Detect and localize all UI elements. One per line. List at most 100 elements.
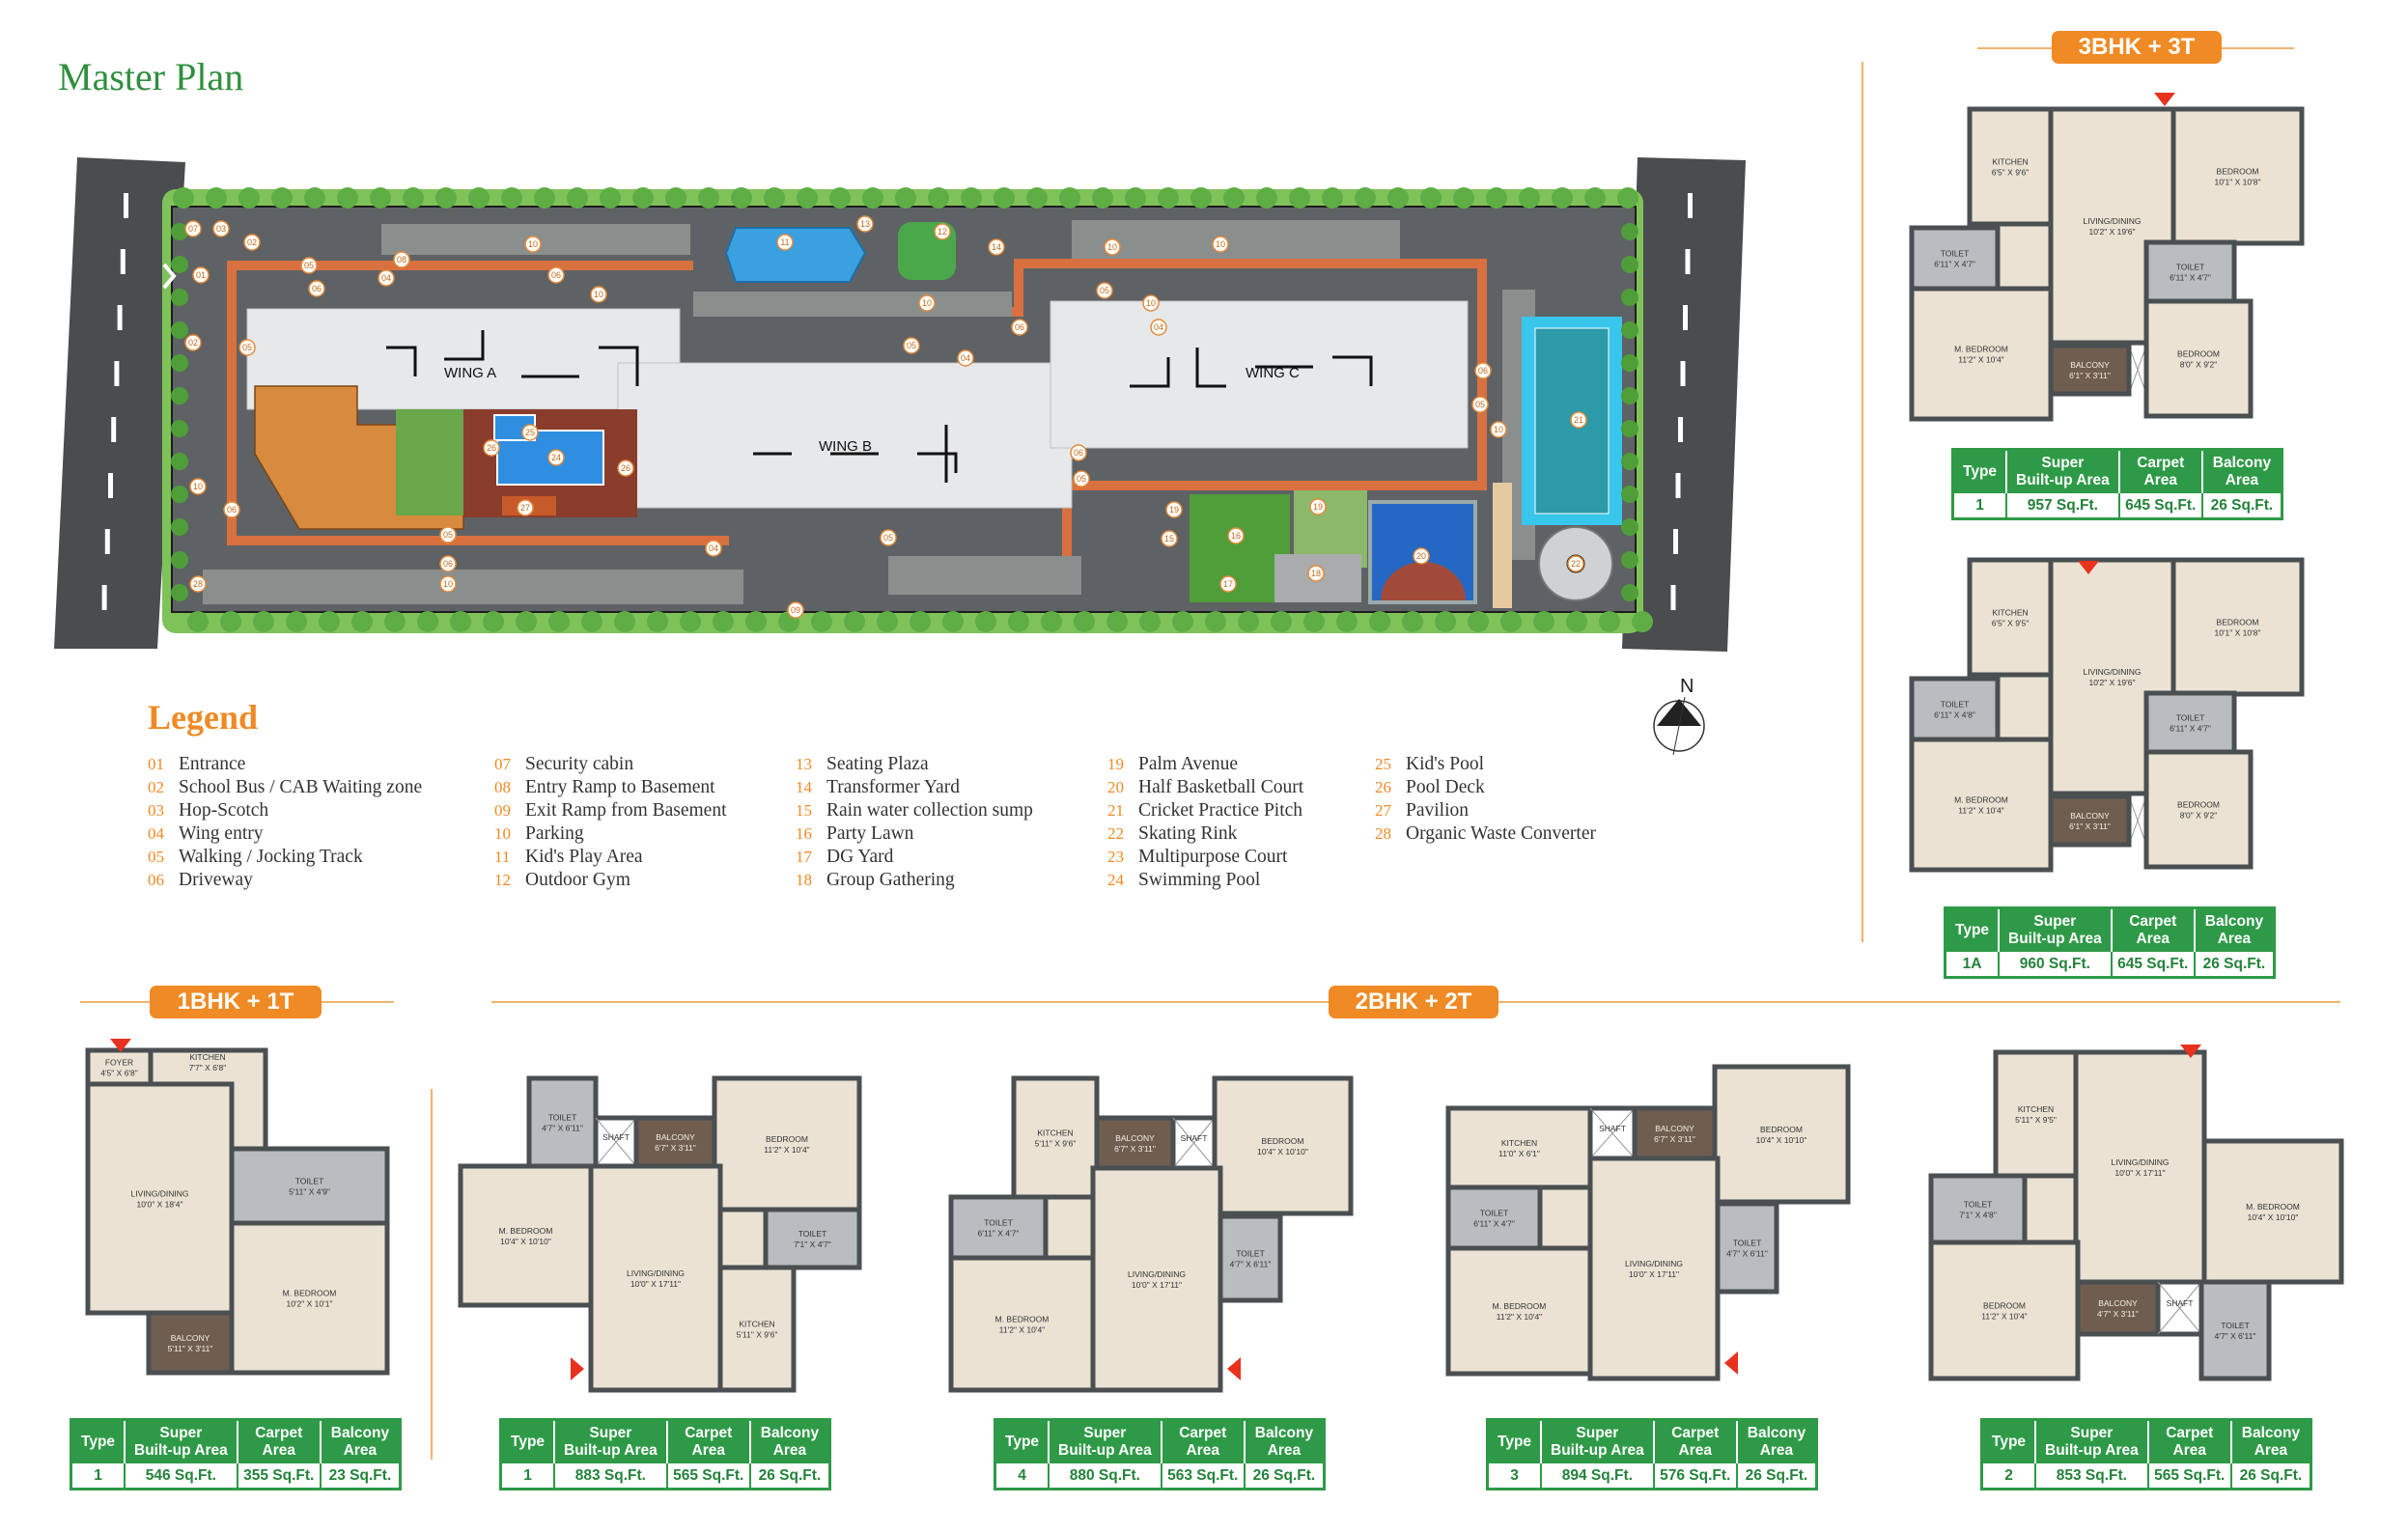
map-marker: 10 <box>189 478 207 495</box>
tree-icon <box>1435 611 1456 632</box>
cell-carpet: 565 Sq.Ft. <box>2146 1463 2231 1490</box>
cell-carpet: 645 Sq.Ft. <box>2110 952 2195 978</box>
room-outline <box>229 1220 390 1376</box>
map-marker: 14 <box>988 238 1005 256</box>
tree-icon <box>994 187 1015 209</box>
legend-label: Swimming Pool <box>1138 870 1261 890</box>
tree-icon <box>351 611 373 632</box>
room-name: TOILET <box>1941 700 1970 710</box>
tree-icon <box>1271 611 1292 632</box>
shaft-cross <box>2157 1281 2202 1335</box>
lane-dash <box>120 249 126 274</box>
map-marker: 10 <box>524 236 542 253</box>
header-type: Type <box>70 1419 126 1463</box>
room-dimensions: 10'2" X 19'6" <box>2088 678 2135 687</box>
header-line: Area <box>2172 1442 2206 1459</box>
map-marker: 05 <box>439 526 457 543</box>
room-dimensions: 6'1" X 3'11" <box>2069 371 2111 380</box>
tree-icon <box>680 611 701 632</box>
road-right <box>1622 157 1746 652</box>
room-dimensions: 4'7" X 6'11" <box>2215 1331 2256 1341</box>
tree-icon <box>1621 518 1638 536</box>
legend-number: 06 <box>148 871 164 889</box>
legend-label: Hop-Scotch <box>179 800 269 821</box>
room-dimensions: 6'7" X 3'11" <box>655 1143 696 1153</box>
room-dimensions: 6'1" X 3'11" <box>2069 822 2111 831</box>
room-name: BALCONY <box>171 1333 210 1343</box>
room-dimensions: 6'7" X 3'11" <box>1654 1134 1695 1144</box>
map-marker: 10 <box>1212 236 1229 253</box>
marker-number: 11 <box>780 237 789 247</box>
room-dimensions: 4'7" X 6'11" <box>542 1124 583 1133</box>
map-marker: 05 <box>238 339 256 356</box>
room-dimensions: 10'0" X 17'11" <box>630 1279 681 1289</box>
legend-number: 28 <box>1375 824 1391 843</box>
road-markings <box>101 193 1693 610</box>
room-outline <box>2143 690 2237 755</box>
cell-type: 1 <box>1951 493 2007 519</box>
wing-b-label: WING B <box>819 438 872 455</box>
room-name: M. BEDROOM <box>1954 345 2008 354</box>
tree-icon <box>171 518 188 536</box>
legend-label: Half Basketball Court <box>1138 777 1304 797</box>
wing-c-label: WING C <box>1246 365 1300 381</box>
tree-icon <box>895 187 916 209</box>
map-marker: 22 <box>1567 555 1584 572</box>
marker-number: 09 <box>791 605 800 615</box>
lane-dash <box>1680 361 1686 386</box>
hallway <box>1540 1187 1590 1248</box>
map-marker: 05 <box>1096 282 1113 299</box>
legend-label: Entry Ramp to Basement <box>525 777 715 797</box>
tree-icon <box>764 187 785 209</box>
tree-icon <box>1402 611 1423 632</box>
room-outline <box>1632 1105 1718 1161</box>
marker-number: 10 <box>1216 239 1225 249</box>
room-name: TOILET <box>1964 1200 1993 1210</box>
cell-super-built-up: 957 Sq.Ft. <box>2005 493 2119 519</box>
header-type: Type <box>1945 907 2000 952</box>
tree-icon <box>1621 486 1638 503</box>
tree-icon <box>171 551 188 569</box>
tree-icon <box>600 187 621 209</box>
palm-garden <box>396 409 463 515</box>
tree-icon <box>1632 611 1653 632</box>
tree-icon <box>1533 611 1554 632</box>
lane-dash <box>101 585 107 610</box>
tree-icon <box>1621 321 1638 339</box>
table-row: 3 894 Sq.Ft. 576 Sq.Ft. 26 Sq.Ft. <box>1486 1463 1817 1490</box>
tree-icon <box>171 321 188 339</box>
legend-label: Cricket Practice Pitch <box>1138 800 1303 821</box>
room-name: LIVING/DINING <box>2112 1157 2170 1167</box>
room-name: LIVING/DINING <box>131 1189 189 1199</box>
header-line: Super <box>1576 1425 1619 1441</box>
header-line: Super <box>2041 455 2085 471</box>
tree-icon <box>614 611 635 632</box>
tree-icon <box>731 187 752 209</box>
room-dimensions: 10'1" X 10'8" <box>2214 178 2260 187</box>
cell-carpet: 576 Sq.Ft. <box>1652 1463 1737 1490</box>
